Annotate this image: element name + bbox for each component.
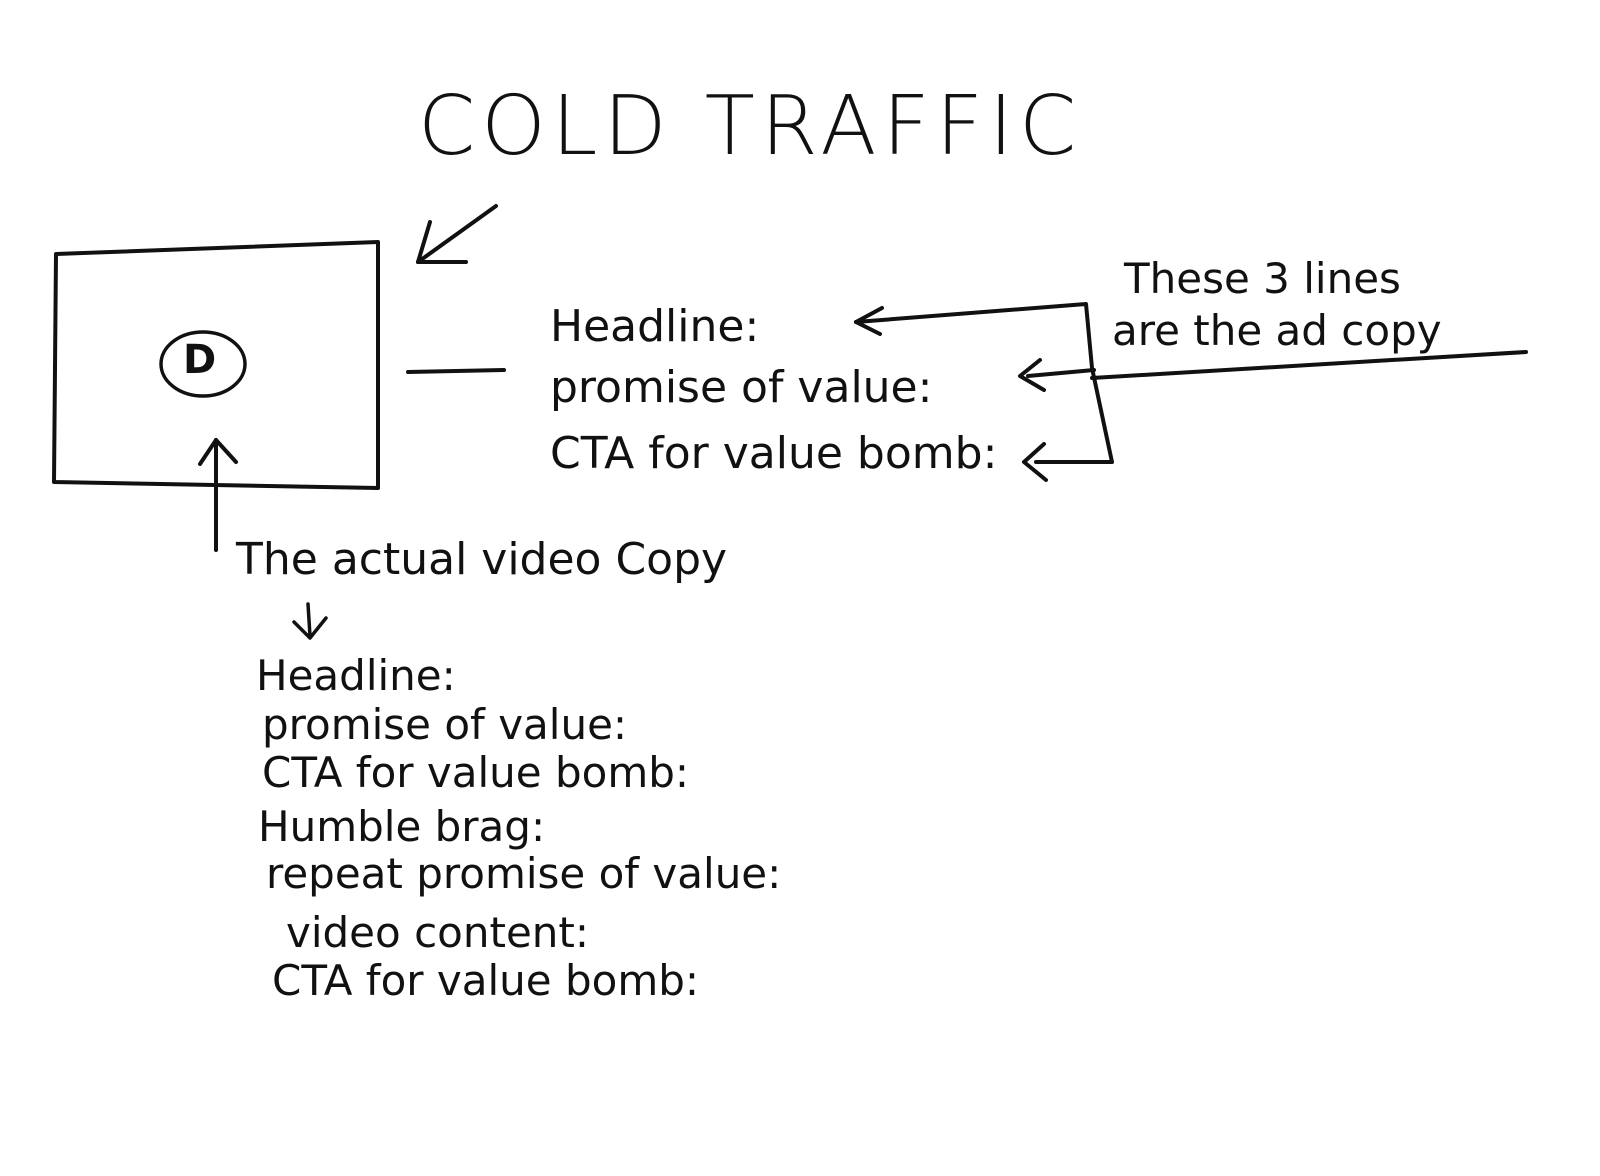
adcopy-bracket <box>854 302 1528 464</box>
video-copy-line: CTA for value bomb: <box>272 956 700 1005</box>
ad-copy-note-line: These 3 lines <box>1124 254 1401 303</box>
video-copy-line: Headline: <box>256 651 456 700</box>
ad-copy-note-line: are the ad copy <box>1112 306 1442 355</box>
video-copy-label: The actual video Copy <box>236 534 728 585</box>
ad-copy-cta: CTA for value bomb: <box>550 428 998 479</box>
video-copy-line: video content: <box>286 908 590 957</box>
title-to-video-arrow <box>416 204 498 264</box>
video-copy-line: repeat promise of value: <box>266 849 782 898</box>
video-copy-line: promise of value: <box>262 700 628 749</box>
ad-copy-headline: Headline: <box>550 301 760 352</box>
bracket-arrowheads <box>854 306 1048 482</box>
logo-circle <box>159 330 247 398</box>
video-frame <box>52 240 380 490</box>
video-copy-line: CTA for value bomb: <box>262 748 690 797</box>
page-title: COLD TRAFFIC <box>418 79 1083 174</box>
label-down-arrow <box>292 602 328 640</box>
video-copy-line: Humble brag: <box>258 802 546 851</box>
logo-letter: D <box>183 337 217 383</box>
ad-copy-promise: promise of value: <box>550 362 933 413</box>
frame-to-adcopy-connector <box>406 368 506 374</box>
label-to-video-arrow <box>198 438 238 552</box>
